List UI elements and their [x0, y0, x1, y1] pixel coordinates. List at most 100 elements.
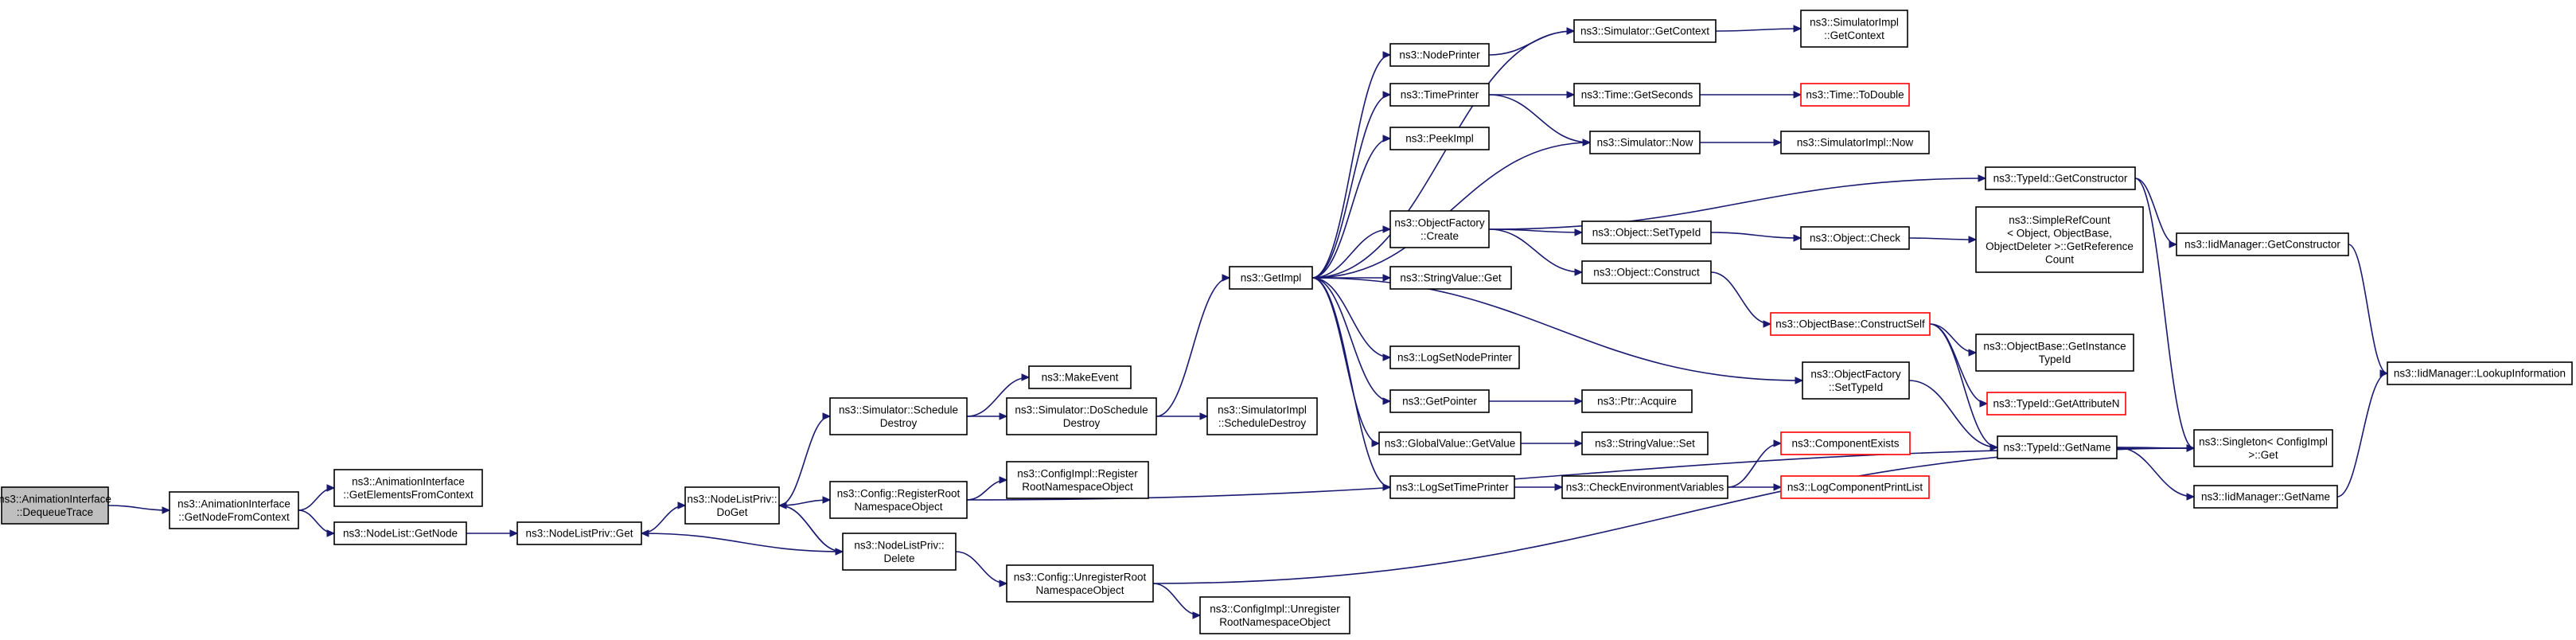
node-nlpget[interactable]: ns3::NodeListPriv::Get [516, 521, 642, 545]
node-label: ns3::LogComponentPrintList [1787, 482, 1923, 494]
node-simnow[interactable]: ns3::Simulator::Now [1589, 131, 1701, 154]
node-timegetseconds[interactable]: ns3::Time::GetSeconds [1573, 83, 1701, 107]
node-label: ns3::GetImpl [1241, 272, 1302, 284]
node-label: ns3::StringValue::Set [1595, 438, 1695, 450]
edge-unregisterroot-to-singletonget [1152, 447, 2195, 584]
arrowhead [1382, 397, 1392, 405]
node-dequeue[interactable]: ns3::AnimationInterface::DequeueTrace [0, 486, 111, 525]
arrowhead [999, 412, 1008, 420]
node-label: ns3::IidManager::GetName [2201, 491, 2330, 503]
arrowhead [1968, 236, 1978, 244]
node-label: ns3::ObjectBase::ConstructSelf [1775, 318, 1925, 330]
node-getelems[interactable]: ns3::AnimationInterface::GetElementsFrom… [333, 469, 483, 507]
node-box [829, 397, 968, 435]
node-box [1985, 166, 2136, 190]
node-label: ns3::TimePrinter [1401, 89, 1479, 101]
node-iidmanagergetname[interactable]: ns3::IidManager::GetName [2193, 485, 2338, 509]
node-simplerefcount[interactable]: ns3::SimpleRefCount< Object, ObjectBase,… [1975, 206, 2144, 273]
node-label: ns3::NodeListPriv:: [687, 493, 777, 505]
arrowhead [999, 580, 1008, 587]
node-nlpdoget[interactable]: ns3::NodeListPriv::DoGet [684, 486, 780, 525]
node-label: ns3::GetPointer [1402, 396, 1477, 408]
node-box [1800, 10, 1908, 48]
node-typeidgetattributen[interactable]: ns3::TypeId::GetAttributeN [1986, 392, 2126, 416]
arrowhead [1773, 439, 1783, 447]
node-peekimpl[interactable]: ns3::PeekImpl [1389, 127, 1490, 150]
arrowhead [1793, 234, 1802, 242]
edge-typeidgetconstructor-to-singletonget [2134, 178, 2195, 449]
node-box [1028, 365, 1132, 389]
node-stringvalueget[interactable]: ns3::StringValue::Get [1389, 266, 1512, 290]
node-objconstruct[interactable]: ns3::Object::Construct [1581, 260, 1712, 284]
node-objbaseconstructself[interactable]: ns3::ObjectBase::ConstructSelf [1770, 312, 1931, 336]
node-box [1389, 389, 1490, 413]
node-label: Destroy [1063, 417, 1101, 429]
node-getimpl[interactable]: ns3::GetImpl [1229, 266, 1313, 290]
arrowhead [677, 501, 687, 509]
arrowhead [1222, 274, 1231, 282]
node-nodelistgetnode[interactable]: ns3::NodeList::GetNode [333, 521, 467, 545]
arrowhead [326, 529, 336, 537]
arrowhead [1795, 377, 1804, 384]
node-iidmanagerlookup[interactable]: ns3::IidManager::LookupInformation [2387, 361, 2573, 385]
node-box [1770, 312, 1931, 336]
arrowhead [1979, 400, 1989, 408]
node-label: ::DequeueTrace [17, 506, 93, 518]
node-simimplgetcontext[interactable]: ns3::SimulatorImpl::GetContext [1800, 10, 1908, 48]
arrowhead [2379, 369, 2389, 377]
node-stringvalueset[interactable]: ns3::StringValue::Set [1581, 431, 1709, 455]
node-box [516, 521, 642, 545]
node-timeprinter[interactable]: ns3::TimePrinter [1389, 83, 1490, 107]
node-box [1802, 361, 1910, 400]
node-label: ns3::LogSetTimePrinter [1396, 482, 1509, 494]
node-iidmanagergetconstructor[interactable]: ns3::IidManager::GetConstructor [2176, 232, 2349, 256]
node-label: ns3::SimulatorImpl [1218, 404, 1307, 416]
arrowhead [1574, 268, 1584, 276]
edge-doschedule-to-getimpl [1155, 277, 1230, 417]
node-unregisterroot[interactable]: ns3::Config::UnregisterRootNamespaceObje… [1006, 564, 1154, 603]
node-ptracquire[interactable]: ns3::Ptr::Acquire [1581, 389, 1693, 413]
node-typeidgetconstructor[interactable]: ns3::TypeId::GetConstructor [1985, 166, 2136, 190]
node-makeevent[interactable]: ns3::MakeEvent [1028, 365, 1132, 389]
node-timetodouble[interactable]: ns3::Time::ToDouble [1800, 83, 1910, 107]
node-objfactcreate[interactable]: ns3::ObjectFactory::Create [1389, 210, 1490, 248]
edge-objbaseconstructself-to-objbasegetinstance [1929, 323, 1977, 353]
node-box [1800, 226, 1910, 250]
node-typeidgetname[interactable]: ns3::TypeId::GetName [1997, 435, 2118, 459]
node-box [1581, 220, 1712, 244]
node-objfactsettypeid[interactable]: ns3::ObjectFactory::SetTypeId [1802, 361, 1910, 400]
node-box [1206, 397, 1318, 435]
node-schedule[interactable]: ns3::Simulator::ScheduleDestroy [829, 397, 968, 435]
node-box [1, 486, 109, 525]
edge-schedule-to-makeevent [966, 377, 1030, 417]
node-label: ns3::Simulator::DoSchedule [1015, 404, 1148, 416]
node-objcheck[interactable]: ns3::Object::Check [1800, 226, 1910, 250]
node-cfgimplregister[interactable]: ns3::ConfigImpl::RegisterRootNamespaceOb… [1006, 461, 1149, 499]
edge-getimpl-to-getpointer [1311, 277, 1391, 402]
node-getpointer[interactable]: ns3::GetPointer [1389, 389, 1490, 413]
arrowhead [1793, 25, 1802, 33]
edge-objbaseconstructself-to-typeidgetname [1929, 323, 1998, 448]
node-globalvalueget[interactable]: ns3::GlobalValue::GetValue [1378, 431, 1522, 455]
node-simimplnow[interactable]: ns3::SimulatorImpl::Now [1780, 131, 1930, 154]
node-componentexists[interactable]: ns3::ComponentExists [1780, 431, 1911, 455]
node-nlpdelete[interactable]: ns3::NodeListPriv::Delete [842, 533, 957, 571]
edge-iidmanagergetname-to-iidmanagerlookup [2336, 373, 2388, 498]
node-label: ns3::PeekImpl [1405, 133, 1474, 145]
node-objsettypeid[interactable]: ns3::Object::SetTypeId [1581, 220, 1712, 244]
node-simgetcontext[interactable]: ns3::Simulator::GetContext [1573, 19, 1717, 43]
node-logsettimeprinter[interactable]: ns3::LogSetTimePrinter [1389, 475, 1515, 499]
node-simimplsched[interactable]: ns3::SimulatorImpl::ScheduleDestroy [1206, 397, 1318, 435]
node-nodeprinter[interactable]: ns3::NodePrinter [1389, 43, 1490, 67]
node-getnodefromctx[interactable]: ns3::AnimationInterface::GetNodeFromCont… [169, 491, 299, 529]
node-box [1389, 83, 1490, 107]
node-singletonget[interactable]: ns3::Singleton< ConfigImpl >::Get [2193, 429, 2333, 467]
node-logcomponentprintlist[interactable]: ns3::LogComponentPrintList [1780, 475, 1930, 499]
node-checkenv[interactable]: ns3::CheckEnvironmentVariables [1561, 475, 1728, 499]
node-cfgimplunregister[interactable]: ns3::ConfigImpl::UnregisterRootNamespace… [1199, 596, 1350, 634]
arrowhead [1199, 412, 1209, 420]
node-logsetnodeprinter[interactable]: ns3::LogSetNodePrinter [1389, 345, 1520, 369]
